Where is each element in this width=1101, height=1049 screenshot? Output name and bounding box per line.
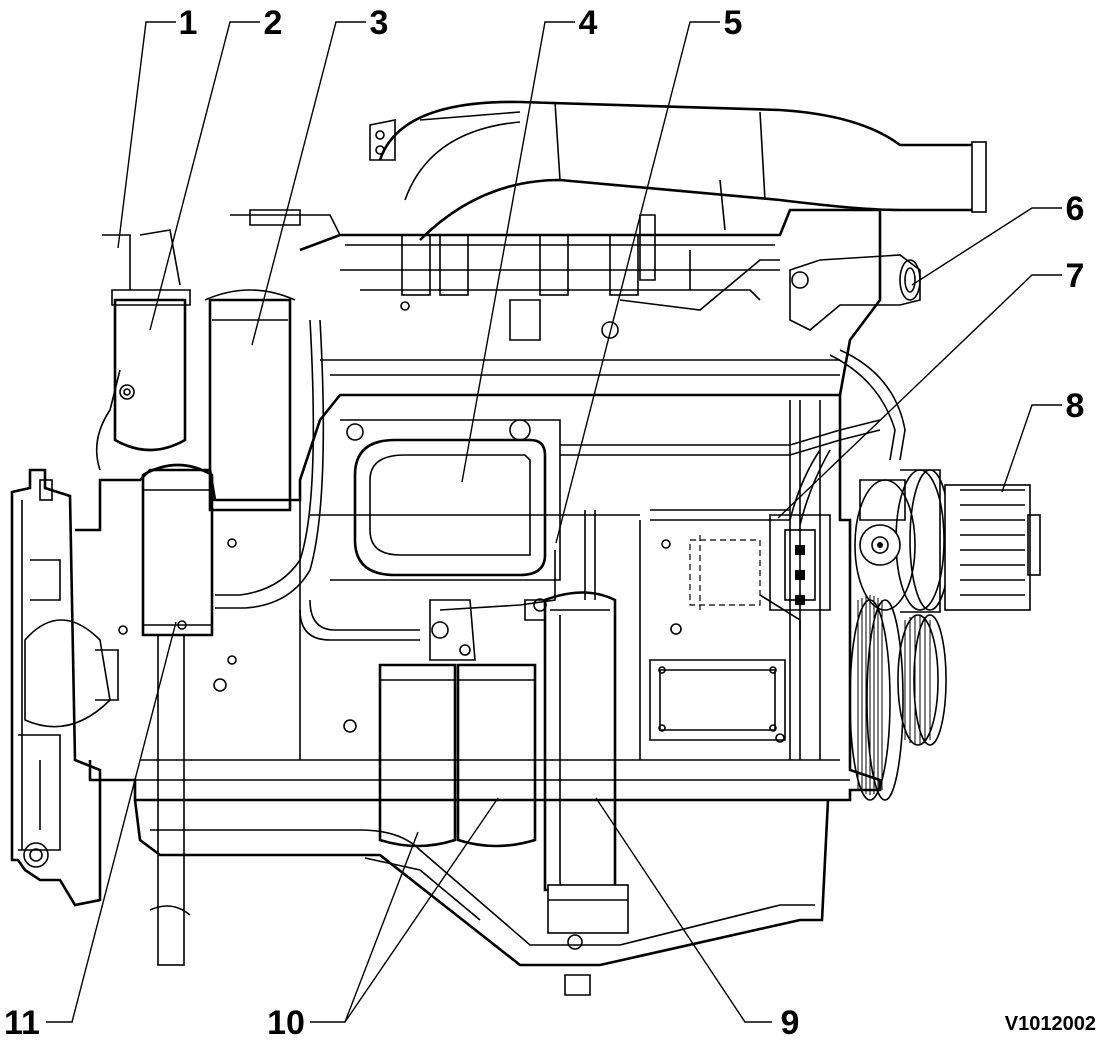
oil-sump — [133, 799, 830, 967]
callout-2: 2 — [264, 4, 283, 42]
valve-cover — [230, 208, 882, 396]
callout-8: 8 — [1066, 387, 1085, 425]
callout-4: 4 — [579, 4, 598, 42]
callout-9: 9 — [781, 1004, 800, 1042]
leader-5 — [555, 21, 720, 544]
leader-11 — [46, 621, 177, 1023]
callout-5: 5 — [724, 4, 743, 42]
engine-line-art — [10, 100, 1041, 996]
pulleys — [849, 469, 1041, 801]
callout-6: 6 — [1066, 190, 1085, 228]
pipework — [95, 319, 906, 906]
callout-3: 3 — [370, 4, 389, 42]
coolant-outlet — [789, 254, 921, 331]
leader-10b — [344, 797, 499, 1023]
flywheel-housing — [10, 468, 119, 907]
leader-8 — [1001, 404, 1062, 493]
image-code: V1012002 — [1005, 1013, 1096, 1035]
callout-10: 10 — [267, 1004, 305, 1042]
charge-air-pipe — [330, 419, 561, 581]
fuel-filter-2 — [102, 229, 191, 452]
leader-4 — [461, 21, 575, 483]
top-bracket — [400, 179, 780, 341]
intake-pipe — [369, 100, 987, 241]
callout-11: 11 — [4, 1004, 40, 1042]
filter-9 — [524, 591, 629, 996]
leader-9 — [595, 797, 772, 1023]
filter-11 — [141, 463, 214, 966]
leader-3 — [251, 21, 366, 346]
pump-housing-7 — [689, 514, 831, 640]
leader-1 — [117, 21, 176, 249]
leader-2 — [149, 21, 260, 331]
callout-7: 7 — [1066, 257, 1085, 295]
callout-labels: 1 2 3 4 5 6 7 8 9 10 11 V1012002 — [4, 4, 1096, 1042]
filters-10 — [378, 599, 537, 848]
leader-lines — [46, 21, 1062, 1023]
callout-1: 1 — [179, 4, 198, 42]
inspection-cover — [649, 659, 786, 741]
leader-6 — [911, 207, 1062, 286]
filter-3 — [204, 289, 296, 512]
leader-7 — [777, 274, 1062, 519]
